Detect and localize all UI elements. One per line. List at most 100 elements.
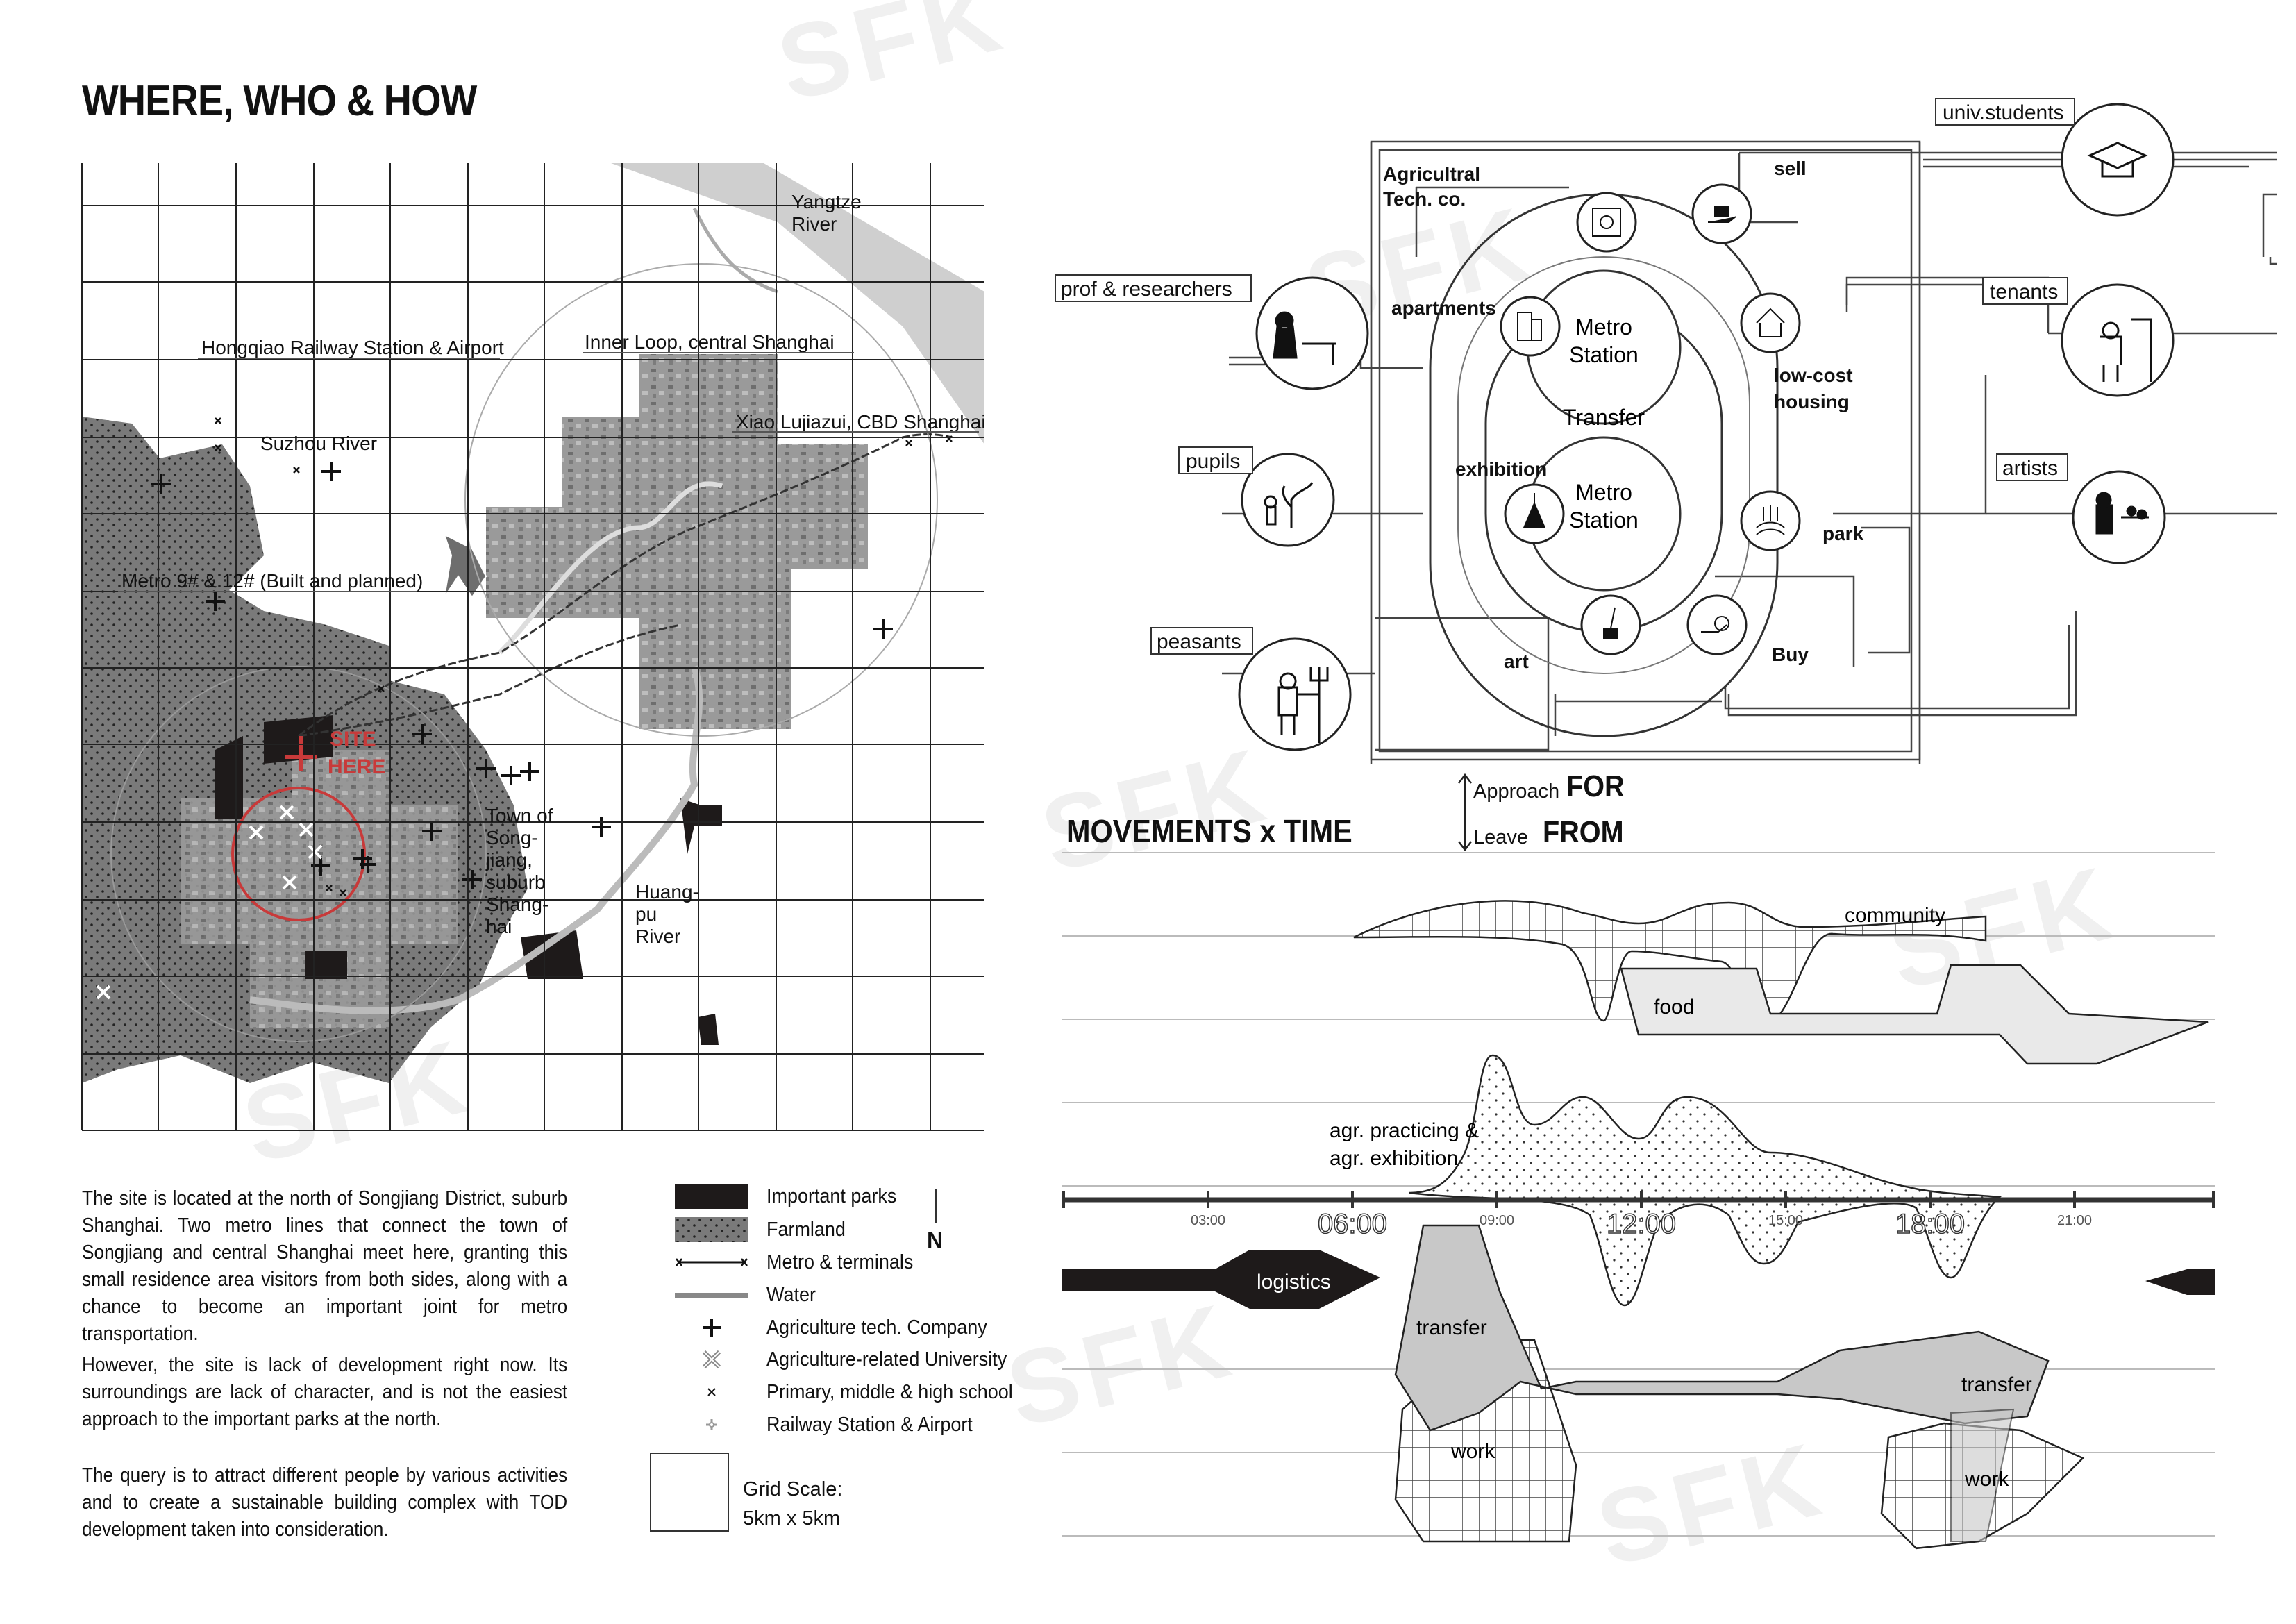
- agri-tech-markers: [151, 462, 893, 889]
- leave-label: Leave: [1473, 826, 1529, 848]
- movements-title: MOVEMENTS x TIME: [1066, 813, 1352, 849]
- tick-06: 06:00: [1318, 1209, 1387, 1239]
- approach-leave-arrow: [1458, 773, 1472, 852]
- transfer-label: Transfer: [1563, 405, 1645, 430]
- art-brush-icon: [1603, 607, 1618, 639]
- pupil-plant-icon: [1264, 482, 1314, 528]
- food-label: food: [1654, 996, 1694, 1019]
- site-radius-shanghai: [464, 263, 938, 737]
- work-pm-label: work: [1964, 1468, 2009, 1491]
- tick-09: 09:00: [1480, 1213, 1514, 1228]
- metro-line: [298, 623, 681, 737]
- sell-label: sell: [1774, 158, 1807, 179]
- work-am-label: work: [1450, 1440, 1495, 1463]
- researcher-icon: [1273, 311, 1336, 365]
- legend-metro: Metro & terminals: [653, 1246, 924, 1278]
- parks-swatch: [675, 1184, 748, 1209]
- legend-university: Agriculture-related University: [653, 1343, 1025, 1375]
- program-icon-glyphs: [1517, 206, 1785, 639]
- label-metro: Metro 9# & 12# (Built and planned): [121, 570, 423, 592]
- apartment-building-icon: [1517, 312, 1542, 341]
- gift-hand-icon: [1708, 206, 1736, 223]
- food-flow: [1620, 964, 2209, 1065]
- prof-label: prof & researchers: [1061, 278, 1232, 301]
- songjiang-town: [181, 750, 458, 1028]
- pupils-label-box: [1178, 446, 1253, 474]
- server-icon: [1592, 208, 1621, 237]
- prof-label-box: [1055, 274, 1252, 302]
- community-label: community: [1845, 904, 1945, 927]
- description-paragraph-3: The query is to attract different people…: [82, 1464, 568, 1541]
- artist-icon: [2095, 492, 2149, 535]
- approach-label: Approach: [1473, 780, 1560, 803]
- north-label: N: [927, 1228, 944, 1253]
- grid-scale-swatch: [650, 1453, 729, 1532]
- label-inner-loop: Inner Loop, central Shanghai: [585, 331, 835, 353]
- artists-label-box: [1996, 453, 2068, 481]
- transfer-ring: [1429, 193, 1779, 737]
- graduation-cap-icon: [2087, 142, 2148, 178]
- suzhou-creek: [498, 481, 723, 655]
- agr-label: agr. practicing &agr. exhibition: [1330, 1119, 1479, 1170]
- page-title: WHERE, WHO & HOW: [82, 77, 477, 125]
- label-suzhou: Suzhou River: [260, 433, 377, 454]
- movements-time-chart: community food agr. practicing &agr. exh…: [1062, 852, 2215, 1550]
- for-label: FOR: [1566, 769, 1625, 803]
- peasant-pitchfork-icon: [1277, 667, 1329, 743]
- park: [215, 736, 243, 819]
- exhibition-label: exhibition: [1455, 458, 1547, 480]
- university-markers: [96, 805, 323, 1000]
- description-paragraph-1: The site is located at the north of Song…: [82, 1187, 568, 1345]
- metro-line: [298, 433, 952, 737]
- central-shanghai: [486, 354, 868, 729]
- park: [305, 951, 347, 979]
- transfer-pm-label: transfer: [1961, 1373, 2032, 1396]
- transfer-flow: [1394, 1224, 2050, 1432]
- farm-field-icon: [1756, 505, 1785, 535]
- community-flow: [1353, 900, 1987, 1026]
- grid-scale-label: Grid Scale: 5km x 5km: [743, 1478, 843, 1530]
- transfer-pm-tail: [1950, 1408, 2015, 1542]
- people-circles: [1238, 103, 2175, 751]
- people-icons: [1264, 142, 2152, 743]
- logistics-flow: [1062, 1250, 1380, 1309]
- park: [698, 1014, 719, 1045]
- cross-x-icon: [702, 1350, 721, 1369]
- park: [521, 930, 583, 979]
- yangtze-edge: [692, 207, 778, 294]
- small-x-icon: [707, 1388, 716, 1396]
- water-swatch: [675, 1292, 748, 1298]
- label-hongqiao: Hongqiao Railway Station & Airport: [201, 337, 504, 358]
- logistics-label: logistics: [1257, 1271, 1331, 1294]
- pupils-label: pupils: [1186, 450, 1240, 473]
- plus-icon: [703, 1319, 721, 1337]
- apartments-label: apartments: [1391, 297, 1496, 319]
- farmland-swatch: [675, 1217, 748, 1242]
- tick-18: 18:00: [1895, 1209, 1965, 1239]
- family-house-icon: [1756, 308, 1785, 337]
- tick-21: 21:00: [2057, 1213, 2092, 1228]
- tick-03: 03:00: [1191, 1213, 1225, 1228]
- park-label: park: [1822, 523, 1864, 544]
- program-icons: [1500, 183, 1801, 655]
- tenant-icon: [2100, 318, 2152, 382]
- tick-12: 12:00: [1607, 1209, 1676, 1239]
- artists-label: artists: [2002, 457, 2058, 480]
- peasants-label-box: [1150, 627, 1253, 655]
- peasants-label: peasants: [1157, 630, 1241, 653]
- tenants-label-box: [1982, 277, 2068, 305]
- site-radius-large: [110, 666, 487, 1042]
- from-label: FROM: [1543, 815, 1624, 849]
- time-ticks: [1062, 1191, 2215, 1208]
- tick-15: 15:00: [1768, 1213, 1803, 1228]
- legend-farmland: Farmland: [653, 1214, 852, 1246]
- site-cross: [285, 736, 317, 771]
